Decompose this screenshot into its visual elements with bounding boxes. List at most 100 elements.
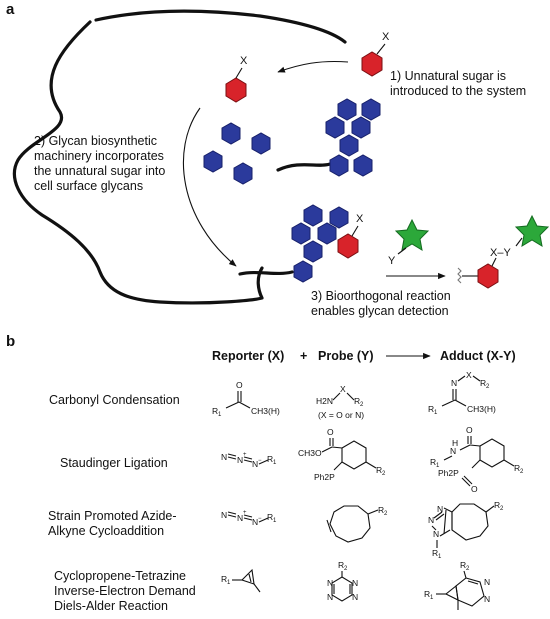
step3-line1: 3) Bioorthogonal reaction [311,289,451,303]
header-reporter: Reporter (X) [212,349,284,363]
step3-line2: enables glycan detection [311,304,449,318]
svg-text:2: 2 [344,566,348,572]
probe-star: Y [388,218,430,267]
svg-text:N: N [221,510,227,520]
step2-arrow [182,107,237,267]
membrane-glycan-upper [276,98,381,177]
svg-text:Ph2P: Ph2P [314,472,335,482]
svg-text:N: N [237,455,243,465]
svg-text:N: N [252,517,258,527]
svg-text:O: O [471,484,478,494]
svg-text:N: N [451,378,457,388]
reaction-staudinger-ligation: Staudinger Ligation [60,456,168,470]
svg-text:2: 2 [384,511,388,517]
svg-text:1: 1 [438,554,442,560]
labeled-glycan: X [238,204,364,283]
svg-text:R: R [430,457,436,467]
svg-text:N: N [327,592,333,602]
svg-text:1: 1 [218,412,222,418]
svg-text:X: X [382,31,390,43]
step1-line2: introduced to the system [390,84,526,98]
svg-text:(X = O or N): (X = O or N) [318,410,364,420]
svg-text:R: R [424,589,430,599]
svg-text:X: X [240,55,248,67]
adduct-glycan: X–Y [457,214,550,289]
svg-text:R: R [514,463,520,473]
svg-text:R: R [494,500,500,510]
svg-text:2: 2 [500,506,504,512]
svg-text:X: X [340,384,346,394]
svg-text:X–Y: X–Y [490,247,511,259]
panel-b-label: b [6,333,15,350]
step1-arrow [277,60,349,73]
free-glycan-sugars [203,122,271,185]
svg-text:N: N [433,529,439,539]
svg-text:N: N [252,459,258,469]
panel-a-label: a [6,1,15,18]
reaction-iedda-line3: Diels-Alder Reaction [54,599,168,613]
cell-membrane [12,9,347,305]
reaction-spaac-line1: Strain Promoted Azide- [48,509,177,523]
svg-text:2: 2 [360,402,364,408]
svg-text:N: N [237,513,243,523]
svg-text:2: 2 [466,566,470,572]
header-plus: + [300,349,307,363]
svg-text:N: N [484,594,490,604]
svg-text:2: 2 [486,384,490,390]
svg-text:O: O [236,380,243,390]
svg-text:−: − [258,516,262,522]
step1-line1: 1) Unnatural sugar is [390,69,506,83]
svg-text:N: N [428,515,434,525]
svg-text:X: X [356,213,364,225]
svg-text:R: R [267,512,273,522]
svg-text:N: N [437,504,443,514]
header-adduct: Adduct (X-Y) [440,349,516,363]
svg-text:N: N [352,592,358,602]
header-probe: Probe (Y) [318,349,374,363]
svg-text:1: 1 [430,595,434,601]
unnatural-sugar-outside: X [361,31,390,77]
svg-text:X: X [466,370,472,380]
svg-text:H2N: H2N [316,396,333,406]
svg-text:R: R [432,548,438,558]
reaction-iedda-line2: Inverse-Electron Demand [54,584,196,598]
svg-text:O: O [466,425,473,435]
svg-text:R: R [376,465,382,475]
svg-text:CH3(H): CH3(H) [251,406,280,416]
svg-text:2: 2 [382,471,386,477]
svg-text:N: N [484,577,490,587]
svg-text:R: R [354,396,360,406]
svg-text:CH3(H): CH3(H) [467,404,496,414]
svg-text:R: R [480,378,486,388]
svg-text:CH3O: CH3O [298,448,322,458]
svg-text:+: + [243,452,247,458]
svg-text:R: R [460,560,466,570]
svg-text:Ph2P: Ph2P [438,468,459,478]
svg-text:2: 2 [520,469,524,475]
reaction-spaac-line2: Alkyne Cycloaddition [48,524,164,538]
svg-text:R: R [221,574,227,584]
step2-line3: the unnatural sugar into [34,164,165,178]
svg-text:R: R [378,505,384,515]
svg-text:N: N [352,578,358,588]
svg-text:+: + [243,510,247,516]
svg-text:H: H [452,438,458,448]
svg-text:1: 1 [273,518,277,524]
reaction-iedda-line1: Cyclopropene-Tetrazine [54,569,186,583]
step2-line4: cell surface glycans [34,179,143,193]
step2-line2: machinery incorporates [34,149,164,163]
svg-text:Y: Y [388,255,396,267]
